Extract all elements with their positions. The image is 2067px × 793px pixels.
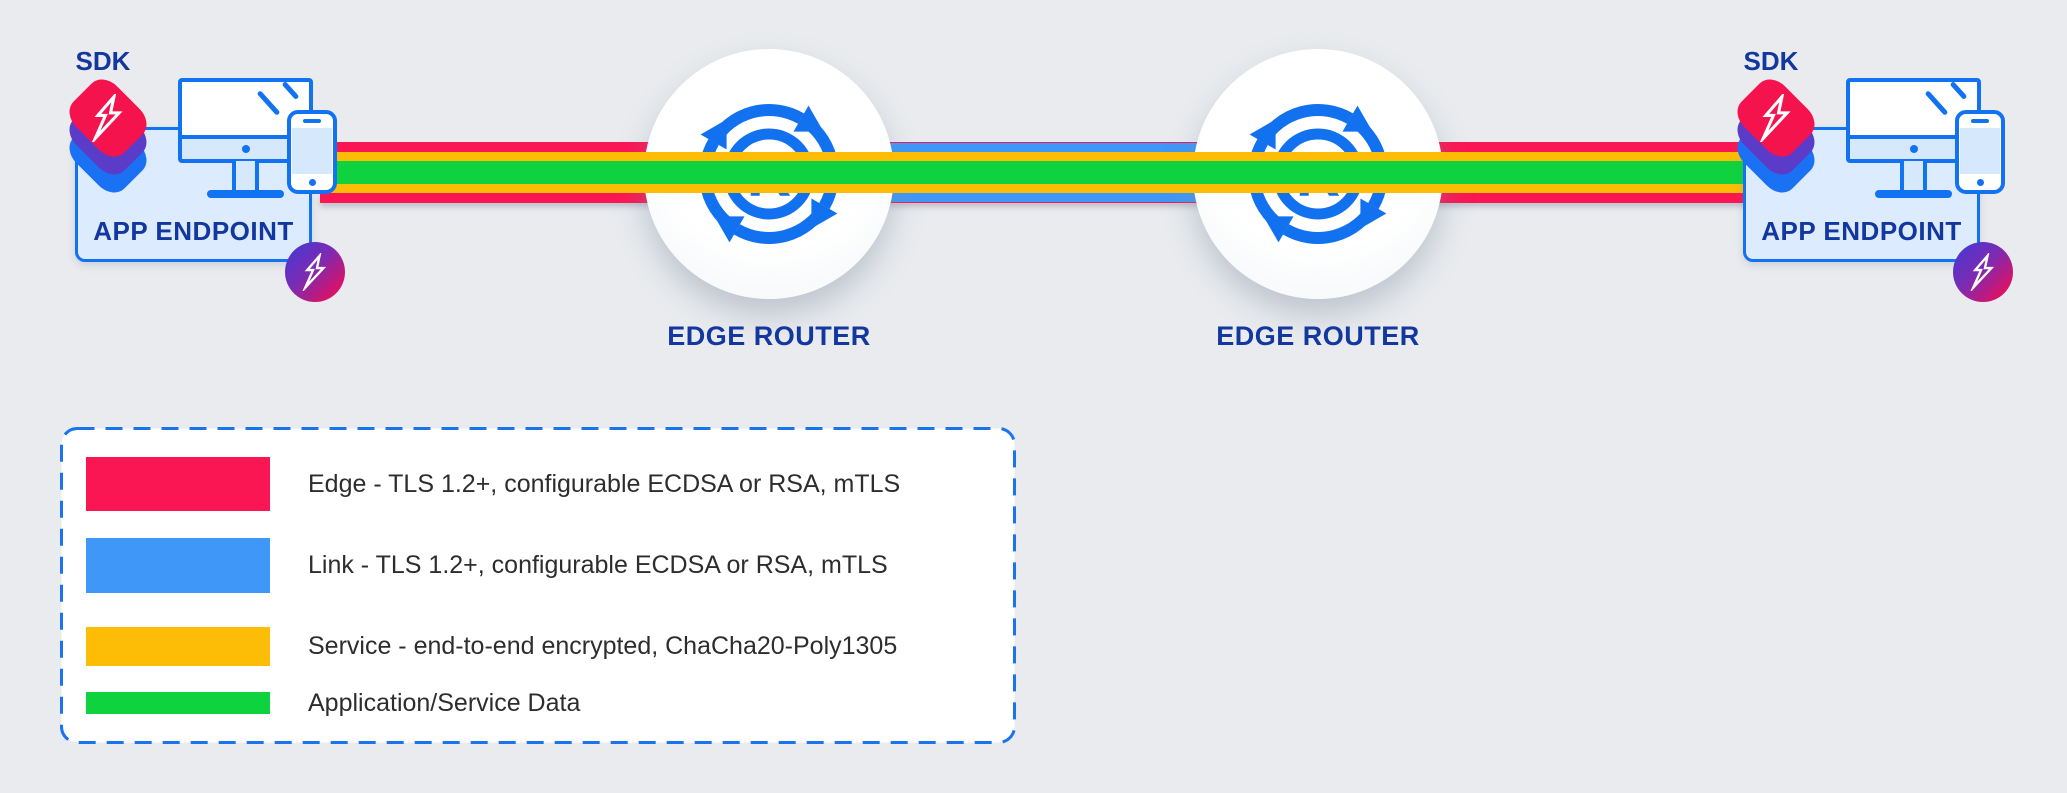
application-data-line — [320, 161, 1750, 184]
lightning-bolt-icon — [1970, 253, 1995, 291]
edge-router-label: EDGE ROUTER — [1216, 321, 1420, 351]
monitor-base — [207, 190, 284, 198]
service-line-bottom — [320, 184, 1750, 193]
phone-screen — [292, 128, 332, 174]
app-endpoint-label: APP ENDPOINT — [93, 216, 294, 246]
legend-label-edge: Edge - TLS 1.2+, configurable ECDSA or R… — [308, 469, 901, 498]
app-endpoint-label: APP ENDPOINT — [1761, 216, 1962, 246]
legend-swatch-edge — [86, 457, 270, 511]
monitor-base — [1875, 190, 1952, 198]
ziti-badge-icon — [285, 242, 345, 302]
ziti-badge-icon — [1953, 242, 2013, 302]
sdk-label: SDK — [1743, 46, 1799, 76]
legend-row-link: Link - TLS 1.2+, configurable ECDSA or R… — [86, 538, 996, 593]
phone-icon — [1955, 110, 2005, 194]
phone-home-button — [1976, 179, 1984, 186]
service-line-top — [320, 152, 1750, 161]
legend-row-edge: Edge - TLS 1.2+, configurable ECDSA or R… — [86, 457, 996, 511]
legend-row-data: Application/Service Data — [86, 689, 996, 717]
app-endpoint-right: SDK APP ENDPOINT — [1723, 30, 2028, 330]
lightning-bolt-icon — [302, 253, 327, 291]
edge-router-label: EDGE ROUTER — [667, 321, 871, 351]
monitor-dot — [1909, 145, 1918, 153]
phone-screen — [1960, 128, 2000, 174]
legend: Edge - TLS 1.2+, configurable ECDSA or R… — [60, 427, 1016, 744]
monitor-dot — [241, 145, 250, 153]
phone-home-button — [308, 179, 316, 186]
lightning-bolt-icon — [1759, 94, 1791, 142]
phone-speaker — [303, 119, 321, 123]
legend-row-service: Service - end-to-end encrypted, ChaCha20… — [86, 627, 996, 666]
link-line-top — [769, 143, 1318, 152]
legend-swatch-service — [86, 627, 270, 666]
lightning-bolt-icon — [91, 94, 123, 142]
legend-dashed-border — [60, 427, 1016, 744]
sdk-label: SDK — [75, 46, 131, 76]
legend-label-link: Link - TLS 1.2+, configurable ECDSA or R… — [308, 551, 888, 579]
legend-label-data: Application/Service Data — [308, 688, 581, 717]
phone-icon — [287, 110, 337, 194]
legend-swatch-link — [86, 538, 270, 593]
legend-swatch-data — [86, 692, 270, 714]
link-line-bottom — [769, 193, 1318, 202]
legend-label-service: Service - end-to-end encrypted, ChaCha20… — [308, 632, 898, 660]
phone-speaker — [1971, 119, 1989, 123]
app-endpoint-left: SDK APP ENDPOINT — [55, 30, 360, 330]
